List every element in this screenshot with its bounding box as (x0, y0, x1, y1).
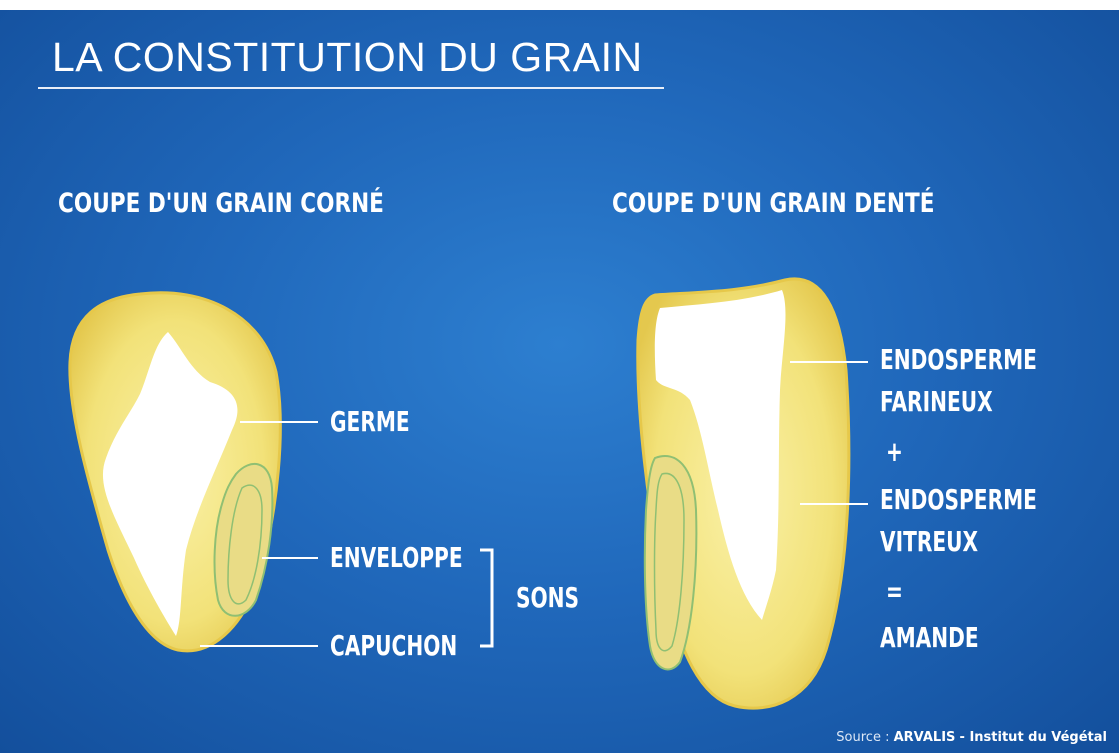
amande-label: AMANDE (880, 624, 979, 652)
source-credit: Source : ARVALIS - Institut du Végétal (836, 730, 1107, 745)
infographic-poster: LA CONSTITUTION DU GRAIN COUPE D'UN GRAI… (0, 10, 1119, 753)
endosperme-vitreux-line2: VITREUX (880, 528, 978, 556)
endosperme-farineux-line2: FARINEUX (880, 388, 993, 416)
endosperme-vitreux-line1: ENDOSPERME (880, 486, 1037, 514)
source-prefix: Source : (836, 730, 889, 745)
plus-sign: + (886, 438, 903, 466)
source-suffix: - Institut du Végétal (960, 730, 1107, 745)
endosperme-farineux-line1: ENDOSPERME (880, 346, 1037, 374)
dent-kernel-cross-section (638, 279, 849, 708)
germe-label: GERME (330, 408, 410, 436)
enveloppe-label: ENVELOPPE (330, 544, 463, 572)
capuchon-label: CAPUCHON (330, 632, 457, 660)
flint-kernel-cross-section (70, 293, 280, 651)
source-org: ARVALIS (894, 730, 956, 745)
sons-label: SONS (516, 584, 579, 612)
equals-sign: = (886, 578, 903, 606)
sons-bracket (480, 550, 492, 646)
